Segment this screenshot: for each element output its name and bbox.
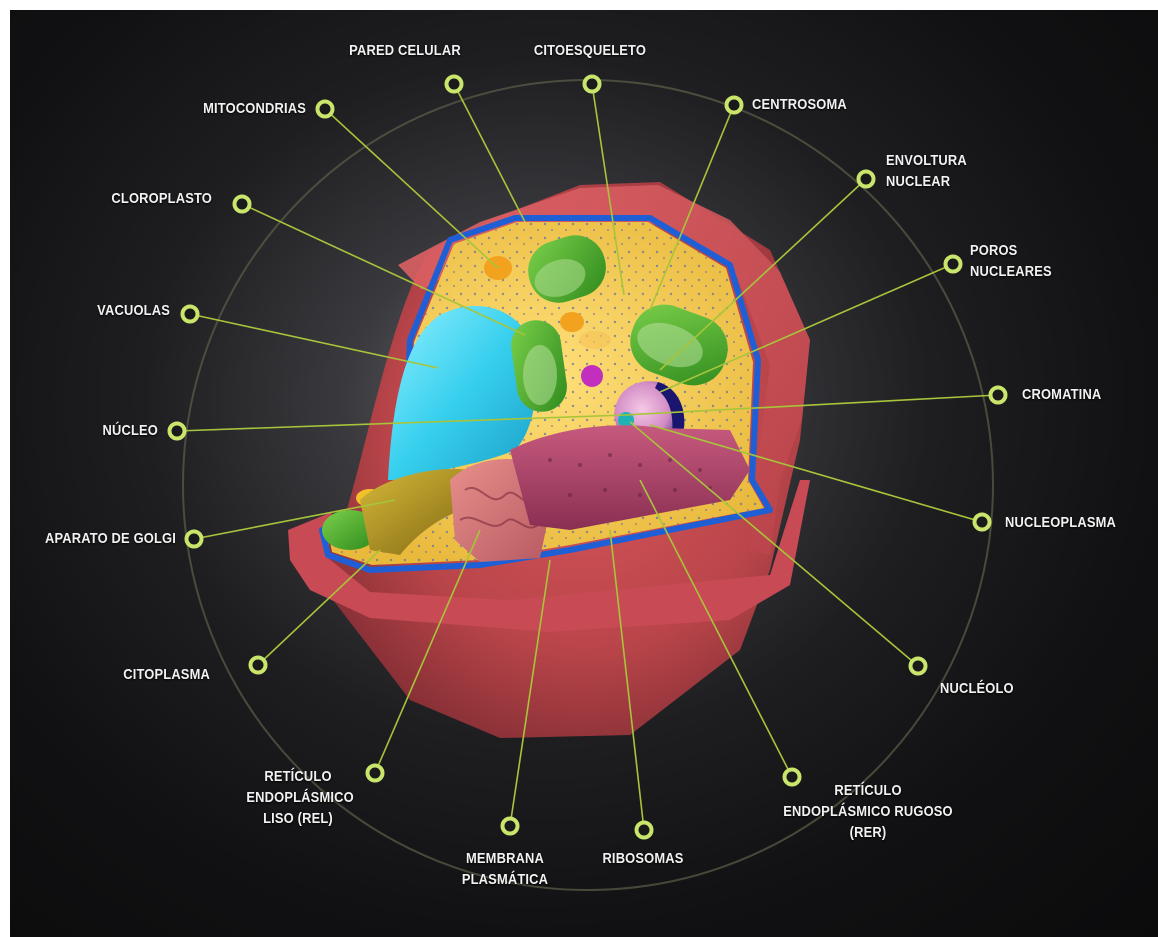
leader-pared-celular [454, 84, 525, 222]
label-cloroplasto: CLOROPLASTO [73, 188, 212, 209]
leader-nucleoplasma [650, 425, 982, 522]
leader-citoplasma [258, 550, 380, 665]
leader-rel [375, 530, 480, 773]
marker-nucleo [170, 424, 185, 439]
label-envoltura-nuclear: ENVOLTURA NUCLEAR [886, 150, 989, 192]
leader-nucleo [177, 415, 625, 431]
leader-membrana [510, 560, 550, 826]
leader-ribosomas [610, 530, 644, 830]
marker-citoplasma [251, 658, 266, 673]
label-mitocondrias: MITOCONDRIAS [155, 98, 306, 119]
marker-citoesqueleto [585, 77, 600, 92]
label-cromatina: CROMATINA [1022, 384, 1125, 405]
marker-mitocondrias [318, 102, 333, 117]
marker-ribosomas [637, 823, 652, 838]
leader-centrosoma [650, 105, 734, 310]
leader-mitocondrias [325, 109, 498, 268]
label-nucleo: NÚCLEO [57, 420, 158, 441]
label-membrana-plasmatica: MEMBRANA PLASMÁTICA [453, 848, 556, 890]
label-nucleolo: NUCLÉOLO [940, 678, 1043, 699]
label-centrosoma: CENTROSOMA [752, 94, 872, 115]
marker-vacuolas [183, 307, 198, 322]
leader-citoesqueleto [592, 84, 624, 295]
leader-rer [640, 480, 792, 777]
label-aparato-golgi: APARATO DE GOLGI [35, 528, 176, 549]
diagram-canvas: PARED CELULAR CITOESQUELETO MITOCONDRIAS… [10, 10, 1158, 937]
label-rel: RETÍCULO ENDOPLÁSMICO LISO (REL) [246, 766, 349, 829]
label-vacuolas: VACUOLAS [58, 300, 170, 321]
leader-poros-nucleares [660, 264, 953, 392]
label-pared-celular: PARED CELULAR [349, 40, 461, 61]
leader-envoltura-nuclear [660, 179, 866, 370]
marker-aparato-golgi [187, 532, 202, 547]
marker-pared-celular [447, 77, 462, 92]
marker-nucleolo [911, 659, 926, 674]
marker-envoltura-nuclear [859, 172, 874, 187]
label-citoesqueleto: CITOESQUELETO [526, 40, 655, 61]
label-nucleoplasma: NUCLEOPLASMA [1005, 512, 1125, 533]
label-ribosomas: RIBOSOMAS [596, 848, 691, 869]
label-poros-nucleares: POROS NUCLEARES [970, 240, 1073, 282]
leader-cromatina [625, 395, 998, 415]
marker-centrosoma [727, 98, 742, 113]
marker-cromatina [991, 388, 1006, 403]
label-citoplasma: CITOPLASMA [90, 664, 210, 685]
marker-rel [368, 766, 383, 781]
marker-nucleoplasma [975, 515, 990, 530]
marker-membrana [503, 819, 518, 834]
marker-cloroplasto [235, 197, 250, 212]
leader-vacuolas [190, 314, 438, 368]
label-rer: RETÍCULO ENDOPLÁSMICO RUGOSO (RER) [773, 780, 962, 843]
leader-aparato-golgi [194, 500, 395, 539]
leader-cloroplasto [242, 204, 525, 335]
marker-poros-nucleares [946, 257, 961, 272]
